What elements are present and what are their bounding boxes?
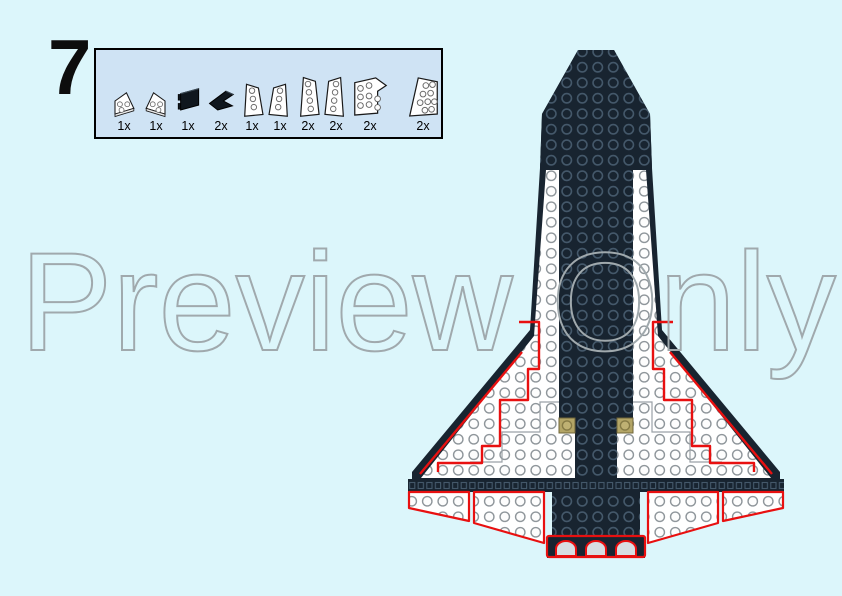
shuttle-left-wing: [421, 170, 559, 478]
shuttle-right-wing: [633, 170, 771, 478]
engine-block: [545, 534, 647, 559]
olive-studs: [558, 417, 634, 434]
shuttle-silhouette: [408, 50, 784, 558]
part-white-wedge-plate-3x2-left: 1x: [266, 77, 294, 133]
part-qty: 2x: [416, 118, 430, 133]
part-black-flag-2x2: 1x: [172, 83, 204, 133]
part-white-wedge-plate-3x2-right: 1x: [238, 77, 266, 133]
new-part-highlights: [419, 320, 773, 475]
parts-callout-box: 1x 1x 1x: [94, 48, 443, 139]
elevon-flaps: [407, 490, 785, 545]
flap-right-inner: [646, 490, 720, 545]
part-white-wedge-plate-2x2-left: 1x: [140, 83, 172, 133]
part-icon-black-wedge-2x2: [208, 90, 235, 111]
part-qty: 1x: [117, 118, 131, 133]
part-icon-white-wedge-plate-4x4-left: [408, 76, 438, 117]
part-qty: 1x: [149, 118, 163, 133]
flap-left-inner: [472, 490, 546, 545]
part-white-wedge-plate-4x2-left: 2x: [322, 73, 350, 133]
part-icon-black-flag-2x2: [177, 87, 200, 111]
shuttle-nose: [540, 50, 652, 168]
part-white-wedge-plate-4x4-right: 2x: [350, 73, 390, 133]
tail-block: [552, 492, 640, 537]
part-qty: 2x: [363, 118, 377, 133]
part-white-wedge-plate-4x4-left: 2x: [404, 73, 442, 133]
part-white-wedge-plate-2x2-right: 1x: [108, 83, 140, 133]
part-icon-white-wedge-plate-4x4-right: [354, 76, 388, 116]
part-icon-white-wedge-plate-4x2-left: [324, 76, 345, 117]
part-white-wedge-plate-4x2-right: 2x: [294, 73, 322, 133]
part-qty: 2x: [214, 118, 228, 133]
watermark-text: Preview Only: [20, 223, 836, 380]
part-qty: 2x: [329, 118, 343, 133]
flap-right-outer: [721, 490, 785, 523]
part-icon-white-wedge-plate-2x2-right: [114, 91, 135, 117]
part-qty: 1x: [245, 118, 259, 133]
stripe-white-insert-left: [559, 433, 575, 478]
part-qty: 1x: [181, 118, 195, 133]
part-icon-white-wedge-plate-3x2-right: [244, 83, 264, 117]
stripe-white-insert-right: [617, 433, 633, 478]
shuttle-center-stripe: [559, 168, 633, 478]
wing-spar-bar: [408, 479, 784, 492]
part-icon-white-wedge-plate-4x2-right: [299, 76, 320, 117]
step-number: 7: [48, 23, 92, 111]
part-black-wedge-2x2: 2x: [204, 83, 238, 133]
plate-seams: [470, 401, 722, 463]
part-icon-white-wedge-plate-3x2-left: [268, 83, 288, 117]
part-icon-white-wedge-plate-2x2-left: [145, 91, 166, 117]
flap-left-outer: [407, 490, 471, 523]
part-qty: 2x: [301, 118, 315, 133]
part-qty: 1x: [273, 118, 287, 133]
